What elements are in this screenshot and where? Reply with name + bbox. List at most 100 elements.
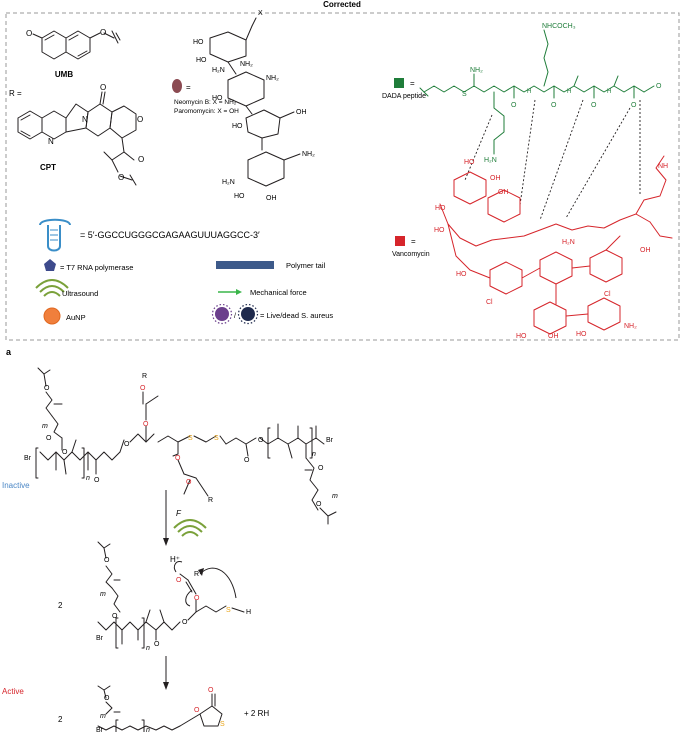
inter-o-1: O (104, 557, 110, 564)
ultrasound-icon-panel (173, 519, 207, 537)
inter-o-3: O (154, 641, 160, 648)
inter-o-2: O (112, 613, 118, 620)
dada-nhcoch3: NHCOCH₃ (542, 23, 576, 30)
r-equals-label: R = (9, 89, 22, 98)
inactive-o-red-3: O (175, 455, 181, 462)
proton-label: H⁺ (170, 555, 180, 564)
thiol-intermediate-structure (97, 541, 245, 649)
coefficient-2-intermediate: 2 (58, 601, 63, 610)
vanco-label: Vancomycin (392, 251, 430, 258)
vanco-ho-4: HO (456, 271, 467, 278)
active-product-structure (97, 685, 223, 732)
force-f-label: F (176, 509, 182, 518)
inactive-br-2: Br (326, 437, 334, 444)
polymer-tail-icon (216, 261, 274, 269)
paromomycin-label: Paromomycin: X = OH (174, 108, 239, 115)
svg-text:/: / (234, 313, 236, 320)
active-label: Active (2, 687, 24, 696)
vanco-equals: = (411, 237, 416, 246)
neomycin-ho-1: HO (193, 39, 204, 46)
aunp-icon (43, 307, 61, 325)
inactive-r-1: R (142, 373, 147, 380)
inactive-o-3: O (62, 449, 68, 456)
umb-o-ether: O (100, 28, 106, 37)
reaction-arrow-1 (163, 490, 169, 546)
dada-peptide-structure: NH₂ S O H O H O H O O H₂N NHCOCH₃ (419, 23, 662, 164)
neomycin-oh-2: OH (266, 195, 277, 202)
inter-o-4: O (182, 619, 188, 626)
vanco-nh-terminal: NH (658, 163, 668, 170)
neomycin-oh-1: OH (296, 109, 307, 116)
active-n: n (146, 727, 150, 732)
active-o-red-1: O (208, 687, 214, 694)
active-m: m (100, 713, 106, 720)
aminoglycoside-structure: X HO HO NH₂ H₂N NH₂ HO OH HO NH₂ H₂N OH … (193, 10, 315, 202)
inter-br: Br (96, 635, 104, 642)
vanco-h2n: H₂N (562, 239, 575, 246)
mechanical-force-label: Mechanical force (250, 288, 307, 297)
ultrasound-label: Ultrasound (62, 289, 98, 298)
inactive-o-8: O (318, 465, 324, 472)
inter-m: m (100, 591, 106, 598)
vancomycin-structure: HO HO OH OH HO H₂N Cl Cl HO OH NH NH₂ HO… (434, 155, 673, 340)
inactive-br-1: Br (24, 455, 32, 462)
inter-h: H (246, 609, 251, 616)
neomycin-nh2-1: NH₂ (240, 61, 253, 68)
cpt-n-2: N (82, 115, 88, 124)
active-o-red-2: O (194, 707, 200, 714)
dada-equals: = (410, 79, 415, 88)
dada-o-2: O (551, 102, 557, 109)
plus-2rh-label: + 2 RH (244, 709, 269, 718)
vanco-symbol-icon (395, 236, 405, 246)
t7-polymerase-label: = T7 RNA polymerase (60, 263, 133, 272)
inactive-m-1: m (42, 423, 48, 430)
vanco-ho-3: HO (434, 227, 445, 234)
neomycin-h2n-1: H₂N (212, 67, 225, 74)
cpt-structure: O N N O O O CPT (17, 83, 144, 186)
vanco-ho-1: HO (435, 205, 446, 212)
mechanical-force-arrow-icon (218, 289, 242, 295)
dada-label: DADA peptide (382, 93, 426, 100)
neomycin-symbol-icon (172, 79, 182, 93)
active-o-1: O (104, 695, 110, 702)
cpt-o-3: O (138, 155, 144, 164)
dada-o-1: O (511, 102, 517, 109)
inter-s: S (226, 607, 231, 614)
aunp-label: AuNP (66, 313, 86, 322)
ultrasound-icon (35, 279, 69, 297)
neomycin-h2n-2: H₂N (222, 179, 235, 186)
legend-box (5, 12, 680, 341)
neomycin-ho-2: HO (196, 57, 207, 64)
cpt-n-1: N (48, 137, 54, 146)
neomycin-ho-5: HO (234, 193, 245, 200)
vanco-ho-6: HO (576, 331, 587, 338)
inactive-o-red-2: O (140, 385, 146, 392)
neomycin-x: X (258, 10, 263, 17)
cpt-o-2: O (137, 115, 143, 124)
panel-a-label: a (6, 347, 12, 357)
inactive-o-2: O (46, 435, 52, 442)
cpt-o-1: O (100, 83, 106, 92)
dada-h2n: H₂N (484, 157, 497, 164)
cpt-o-4: O (118, 173, 124, 182)
vanco-ho-5: HO (516, 333, 527, 340)
inter-o-red-1: O (194, 595, 200, 602)
vanco-oh-2: OH (498, 189, 509, 196)
neomycin-nh2-3: NH₂ (302, 151, 315, 158)
rna-hairpin-icon (39, 218, 71, 252)
inactive-s-2: S (214, 435, 219, 442)
active-s: S (220, 721, 225, 728)
vanco-oh-3: OH (640, 247, 651, 254)
inactive-r-2: R (208, 497, 213, 504)
hydrogen-bond-lines (464, 99, 641, 221)
dada-o-4: O (631, 102, 637, 109)
inter-o-red-2: O (176, 577, 182, 584)
vanco-cl-2: Cl (604, 291, 611, 298)
umb-o-carbonyl: O (26, 29, 32, 38)
inactive-o-red-1: O (143, 421, 149, 428)
vanco-oh-1: OH (490, 175, 501, 182)
vanco-ho-2: HO (464, 159, 475, 166)
vanco-nh2-sugar: NH₂ (624, 323, 637, 330)
staph-live-icon (211, 303, 233, 325)
